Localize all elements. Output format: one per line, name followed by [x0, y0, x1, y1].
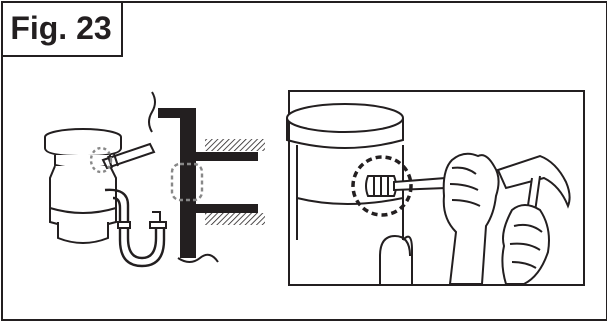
inlet-highlight-circle	[89, 146, 113, 174]
hand-fist-icon	[442, 152, 500, 285]
wall-highlight-box	[170, 162, 204, 202]
knockout-highlight-circle	[351, 155, 413, 217]
figure-label: Fig. 23	[1, 1, 123, 57]
garbage-disposer-icon	[44, 128, 167, 268]
hand-hammer-icon	[496, 154, 571, 285]
wall-pipe-icon	[148, 91, 265, 263]
